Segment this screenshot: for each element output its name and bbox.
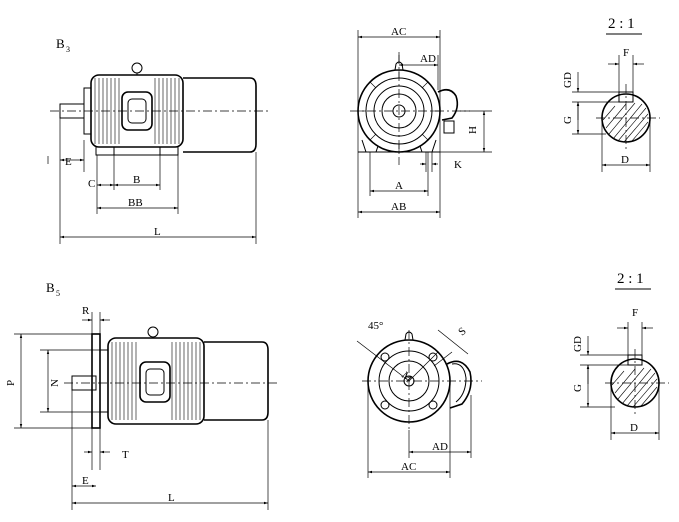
shaft-top-hatching [602, 102, 649, 143]
b5-end-label-m: M [399, 370, 415, 386]
b5-motor-body [107, 337, 205, 425]
b3-view-subscript: 3 [66, 45, 70, 54]
b3-lifting-eye [131, 62, 143, 74]
shaft-top-label-gd: GD [562, 72, 574, 88]
b5-end-label-ad: AD [432, 441, 448, 453]
b5-label-n: N [49, 379, 61, 387]
b3-end-label-ad: AD [420, 53, 436, 65]
b5-label-p: P [5, 380, 17, 386]
shaft-bottom-label-d: D [630, 422, 638, 434]
shaft-section-top: 2 : 1 F GD G D [562, 16, 660, 172]
b5-label-r: R [82, 305, 90, 317]
b5-lifting-eye [147, 326, 159, 338]
b3-end-label-ab: AB [391, 201, 406, 213]
shaft-top-label-d: D [621, 154, 629, 166]
b3-label-c: C [88, 178, 95, 190]
b3-end-foot-left [361, 139, 379, 153]
shaft-top-label-g: G [562, 116, 574, 124]
shaft-section-bottom: 2 : 1 F GD G D [572, 271, 669, 440]
b3-foot-left [95, 146, 115, 156]
b5-view-title: B [46, 280, 55, 295]
b5-fan-cover [204, 341, 269, 421]
scale-top: 2 : 1 [608, 16, 635, 32]
b5-end-bolt-holes [380, 352, 438, 410]
b5-end-label-ac: AC [401, 461, 416, 473]
b3-view-title: B [56, 36, 65, 51]
b5-view-subscript: 5 [56, 289, 60, 298]
b3-foot-right [159, 146, 179, 156]
b3-end-label-k: K [454, 159, 462, 171]
b3-end-terminal-box [437, 88, 459, 121]
b5-end-s-leader [437, 329, 469, 355]
b3-label-l: L [154, 226, 161, 238]
shaft-bottom-label-f: F [632, 307, 638, 319]
b5-label-l: L [168, 492, 175, 504]
b3-label-bb: BB [128, 197, 143, 209]
b5-end-angle-line [356, 340, 410, 382]
b5-label-t: T [122, 449, 129, 461]
b5-side-view: B 5 R [5, 280, 280, 510]
b3-label-e: E [65, 156, 72, 168]
b3-side-view: B 3 [47, 36, 268, 244]
b5-end-label-s: S [456, 325, 468, 338]
b3-end-cable-gland [443, 120, 455, 134]
b3-end-foot-right [419, 139, 437, 153]
b3-fan-cover [183, 77, 257, 153]
b5-end-terminal-box [446, 360, 472, 409]
b3-end-label-a: A [395, 180, 403, 192]
shaft-top-label-f: F [623, 47, 629, 59]
b3-end-view: AC AD H K A AB [350, 26, 492, 218]
b5-end-label-angle: 45° [368, 320, 383, 332]
b5-end-view: 45° S M AD AC [356, 320, 482, 478]
b5-spigot [99, 349, 109, 413]
b5-label-e: E [82, 475, 89, 487]
b3-end-label-h: H [467, 126, 479, 134]
b3-label-b: B [133, 174, 140, 186]
shaft-bottom-label-gd: GD [572, 336, 584, 352]
scale-bottom: 2 : 1 [617, 271, 644, 287]
shaft-bottom-hatching [611, 367, 658, 408]
b3-end-label-ac: AC [391, 26, 406, 38]
b5-terminal-box [139, 361, 171, 403]
shaft-bottom-label-g: G [572, 384, 584, 392]
b5-cooling-fins [111, 342, 201, 420]
